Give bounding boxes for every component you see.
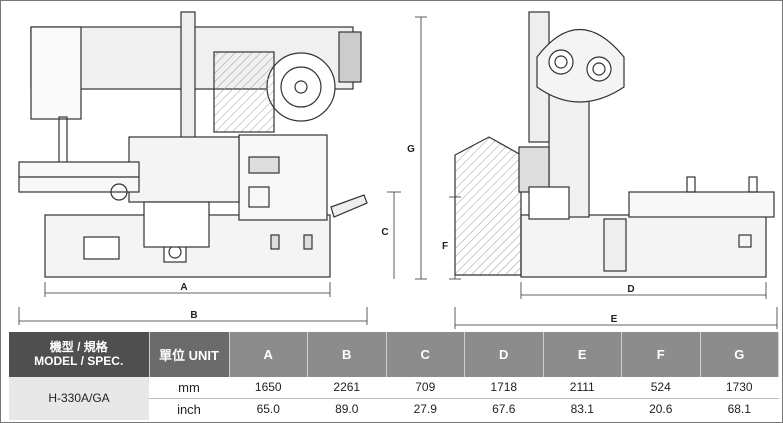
column-header-g: G bbox=[700, 332, 779, 377]
dimension-label-b: B bbox=[190, 310, 197, 321]
spec-row-mm: H-330A/GA mm 1650 2261 709 1718 2111 524… bbox=[9, 376, 779, 420]
model-name: H-330A/GA bbox=[9, 376, 149, 420]
value-inch-f: 20.6 bbox=[621, 397, 700, 420]
column-header-a: A bbox=[229, 332, 308, 377]
unit-inch: inch bbox=[149, 397, 229, 420]
dimension-label-d: D bbox=[627, 284, 634, 295]
value-inch-g: 68.1 bbox=[700, 397, 779, 420]
model-header-line2: MODEL / SPEC. bbox=[34, 354, 124, 369]
value-mm-d: 1718 bbox=[490, 380, 518, 395]
spec-table: 機型 / 規格 MODEL / SPEC. 單位 UNIT A B C D E … bbox=[9, 332, 779, 420]
value-mm-a: 1650 bbox=[254, 380, 282, 395]
value-mm-e: 2111 bbox=[569, 380, 595, 395]
side-dimensions bbox=[449, 196, 778, 329]
dimension-label-a: A bbox=[180, 282, 187, 293]
side-view bbox=[454, 11, 775, 278]
spec-header-row: 機型 / 規格 MODEL / SPEC. 單位 UNIT A B C D E … bbox=[9, 332, 779, 377]
value-inch-e: 83.1 bbox=[543, 397, 622, 420]
value-inch-b: 89.0 bbox=[307, 397, 386, 420]
value-inch-d: 67.6 bbox=[464, 397, 543, 420]
column-header-b: B bbox=[307, 332, 387, 377]
model-header-line1: 機型 / 規格 bbox=[49, 340, 108, 355]
column-header-c: C bbox=[386, 332, 465, 377]
value-mm-b: 2261 bbox=[333, 380, 361, 395]
spec-row-inch: inch 65.0 89.0 27.9 67.6 83.1 20.6 68.1 bbox=[9, 397, 779, 420]
value-mm-c: 709 bbox=[415, 380, 436, 395]
dimension-label-e: E bbox=[611, 314, 618, 325]
unit-header: 單位 UNIT bbox=[149, 332, 230, 377]
unit-mm: mm bbox=[178, 379, 200, 395]
column-header-f: F bbox=[621, 332, 701, 377]
machine-drawing: A B G C bbox=[18, 11, 778, 329]
value-inch-c: 27.9 bbox=[386, 397, 465, 420]
value-mm-g: 1730 bbox=[725, 380, 753, 395]
dimension-label-c: C bbox=[381, 227, 388, 238]
column-header-e: E bbox=[543, 332, 622, 377]
front-view bbox=[18, 11, 368, 278]
column-header-d: D bbox=[464, 332, 544, 377]
dimension-label-g: G bbox=[407, 144, 415, 155]
model-spec-header: 機型 / 規格 MODEL / SPEC. bbox=[9, 332, 150, 377]
value-mm-f: 524 bbox=[650, 380, 671, 395]
front-dimensions bbox=[18, 16, 427, 325]
dimension-label-f: F bbox=[442, 241, 448, 252]
value-inch-a: 65.0 bbox=[229, 397, 308, 420]
